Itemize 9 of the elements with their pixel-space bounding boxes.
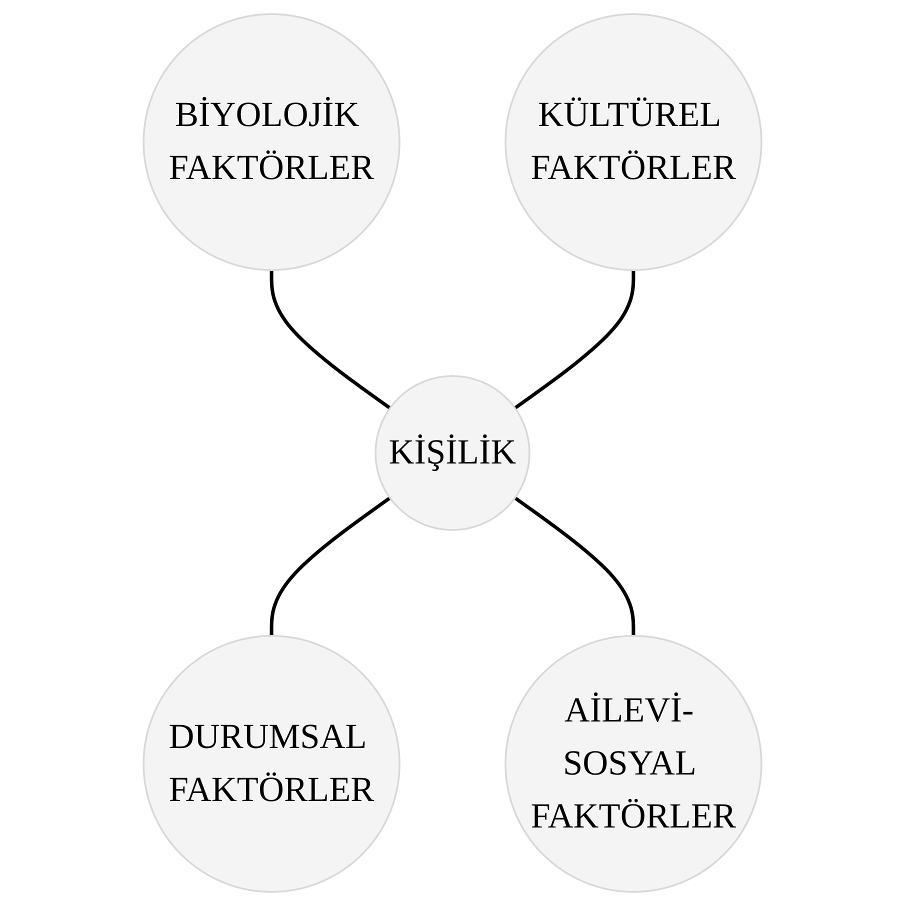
node-circle: AİLEVİ- SOSYAL FAKTÖRLER: [504, 635, 762, 893]
connector: [514, 496, 636, 636]
connector: [270, 496, 391, 636]
node-circle: BİYOLOJİK FAKTÖRLER: [142, 13, 400, 271]
node-circle: KÜLTÜREL FAKTÖRLER: [504, 13, 762, 271]
connector: [514, 270, 636, 410]
connector: [270, 270, 391, 410]
node-circle: KİŞİLİK: [374, 375, 530, 531]
node-circle: DURUMSAL FAKTÖRLER: [142, 635, 400, 893]
